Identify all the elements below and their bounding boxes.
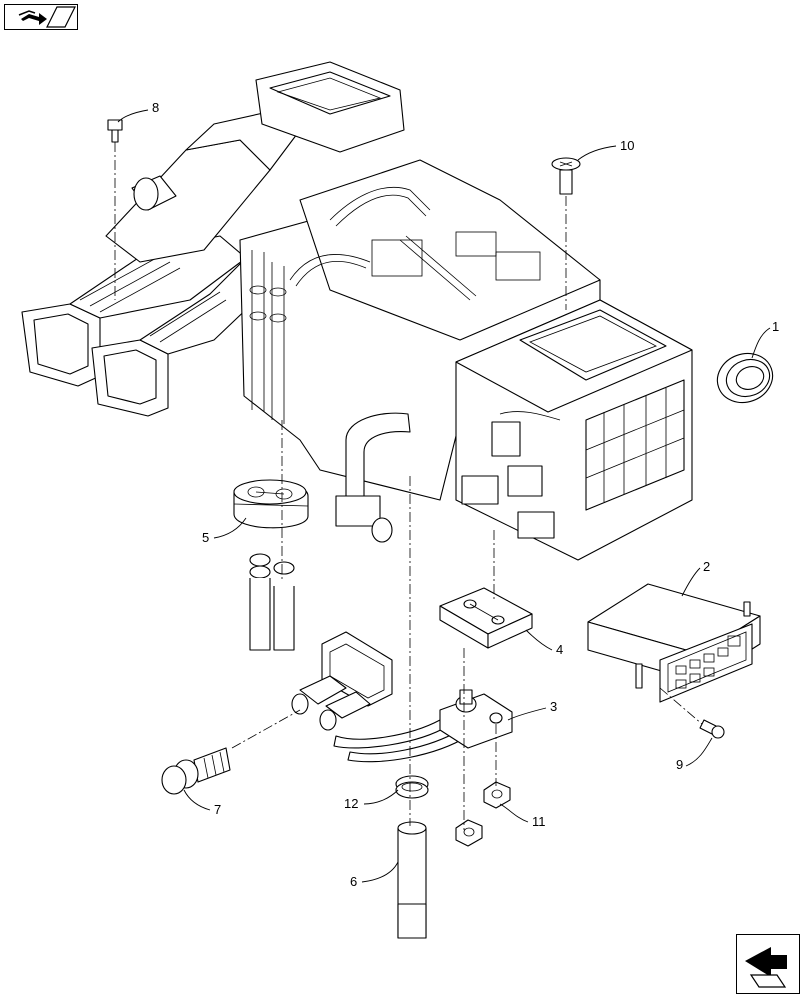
gasket-part-4 xyxy=(439,587,533,649)
hose-clamps xyxy=(249,553,295,651)
screw-part-10 xyxy=(551,157,581,195)
hvac-housing xyxy=(21,61,693,561)
bolt-part-7 xyxy=(161,747,231,795)
callout-3: 3 xyxy=(550,699,557,714)
drain-tube-part-6 xyxy=(397,821,427,939)
callout-leaders xyxy=(117,109,771,883)
callout-10: 10 xyxy=(620,138,634,153)
nuts-part-11 xyxy=(455,781,511,847)
control-panel-part-2 xyxy=(587,583,761,703)
clamp-part-12 xyxy=(395,775,429,799)
callout-2: 2 xyxy=(703,559,710,574)
callout-5: 5 xyxy=(202,530,209,545)
hose-bracket-part-3 xyxy=(291,631,513,763)
grommet-part-1 xyxy=(716,352,774,404)
callout-11: 11 xyxy=(532,814,546,829)
book-arrow-icon[interactable] xyxy=(4,4,78,30)
callout-6: 6 xyxy=(350,874,357,889)
screw-part-8 xyxy=(107,119,123,143)
callout-1: 1 xyxy=(772,319,779,334)
callout-4: 4 xyxy=(556,642,563,657)
callout-12: 12 xyxy=(344,796,358,811)
callout-9: 9 xyxy=(676,757,683,772)
center-lines xyxy=(114,142,703,830)
next-page-arrow-icon[interactable] xyxy=(736,934,800,994)
double-grommet-part-5 xyxy=(233,479,309,529)
screw-part-9 xyxy=(699,719,725,739)
callout-8: 8 xyxy=(152,100,159,115)
callout-7: 7 xyxy=(214,802,221,817)
callout-labels: 1 2 3 4 5 6 7 8 9 10 11 12 xyxy=(152,100,779,889)
